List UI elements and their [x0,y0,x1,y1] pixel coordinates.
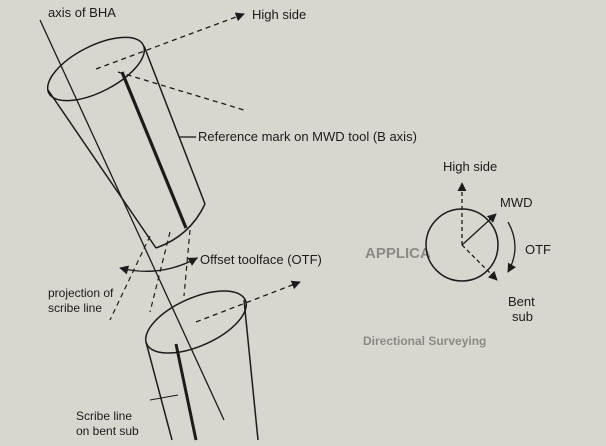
upper-cylinder-bottom-edge [155,203,206,249]
upper-cylinder [46,36,206,249]
axis-of-bha-label: axis of BHA [48,5,116,20]
background-page-text: APPLICA Directional Surveying [363,245,486,348]
scribe-label-line2: on bent sub [76,424,139,438]
high-side-top-label: High side [252,7,306,22]
dial-high-side-label: High side [443,159,497,174]
upper-cylinder-top-ellipse [46,36,146,102]
high-side-arrow [95,12,245,70]
otf-angle-arc [119,257,198,275]
background-heading-applications: APPLICA [365,245,431,262]
dial-mwd-arrow [461,213,497,246]
projection-label-line1: projection of [48,286,114,300]
dial-mwd-label: MWD [500,195,533,210]
reference-mark-label: Reference mark on MWD tool (B axis) [198,129,417,144]
upper-cylinder-right-side [143,45,206,205]
dial-bent-sub-arrow [461,244,498,281]
projection-dashed-left [109,235,151,321]
dial-otf-label: OTF [525,242,551,257]
lower-cylinder [144,290,259,441]
projection-dashed-right [149,231,171,313]
dial-bent-label-line1: Bent [508,294,535,309]
reference-mark-line [120,71,188,229]
projection-label-line2: scribe line [48,301,102,315]
projection-dashed-center [183,229,191,297]
background-heading-directional: Directional Surveying [363,334,486,348]
bent-sub-dashed-arrow [195,280,301,323]
upper-cylinder-left-side [47,89,157,249]
dial-bent-label-line2: sub [512,309,533,324]
bha-axis-line [39,19,225,421]
scribe-line-mark [174,343,198,441]
lower-cylinder-right-side [243,299,259,441]
scribe-label-line1: Scribe line [76,409,132,423]
offset-toolface-label: Offset toolface (OTF) [200,252,322,267]
lower-cylinder-left-side [145,341,173,441]
scribe-line-pointer [149,394,179,401]
upper-right-dashed-line [117,71,245,111]
toolface-dial: High side MWD OTF Bent sub [425,159,551,324]
dial-otf-arc [507,221,516,273]
